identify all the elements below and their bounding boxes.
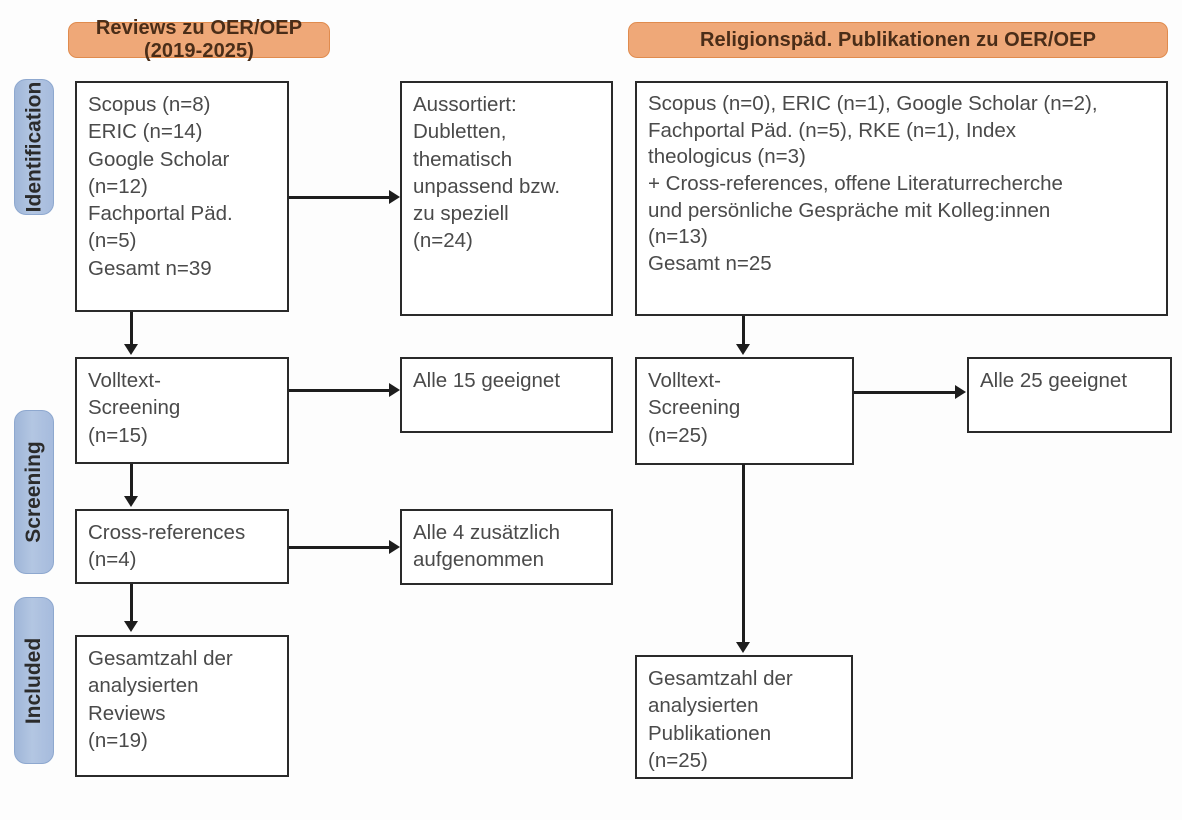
box-left-sources: Scopus (n=8) ERIC (n=14) Google Scholar …	[75, 81, 289, 312]
connector-right-fulltext-to-included	[742, 464, 745, 643]
connector-left-crossrefs-to-included	[130, 584, 133, 622]
arrow-right-sources-to-fulltext	[736, 344, 750, 355]
box-right-all-eligible: Alle 25 geeignet	[967, 357, 1172, 433]
connector-left-fulltext-to-crossrefs	[130, 464, 133, 497]
arrow-left-sources-to-fulltext	[124, 344, 138, 355]
box-left-included-total: Gesamtzahl der analysierten Reviews (n=1…	[75, 635, 289, 777]
stage-label-identification: Identification	[14, 79, 54, 215]
box-left-fulltext-screening: Volltext- Screening (n=15)	[75, 357, 289, 464]
arrow-left-crossrefs-to-included	[124, 621, 138, 632]
box-right-included-total: Gesamtzahl der analysierten Publikatione…	[635, 655, 853, 779]
connector-right-fulltext-to-eligible	[854, 391, 956, 394]
box-left-cross-references: Cross-references (n=4)	[75, 509, 289, 584]
stage-label-screening: Screening	[14, 410, 54, 574]
box-left-cross-references-added: Alle 4 zusätzlich aufgenommen	[400, 509, 613, 585]
connector-right-sources-to-fulltext	[742, 316, 745, 345]
column-header-reviews: Reviews zu OER/OEP (2019-2025)	[68, 17, 330, 62]
connector-left-crossrefs-to-added	[289, 546, 389, 549]
connector-left-sources-to-excluded	[289, 196, 389, 199]
connector-left-fulltext-to-eligible	[289, 389, 389, 392]
arrow-left-crossrefs-to-added	[389, 540, 400, 554]
connector-left-sources-to-fulltext	[130, 312, 133, 345]
box-right-sources: Scopus (n=0), ERIC (n=1), Google Scholar…	[635, 81, 1168, 316]
arrow-right-fulltext-to-included	[736, 642, 750, 653]
column-header-publications: Religionspäd. Publikationen zu OER/OEP	[628, 22, 1168, 58]
arrow-left-sources-to-excluded	[389, 190, 400, 204]
box-left-excluded: Aussortiert: Dubletten, thematisch unpas…	[400, 81, 613, 316]
box-left-all-eligible: Alle 15 geeignet	[400, 357, 613, 433]
stage-label-screening-text: Screening	[22, 441, 46, 543]
stage-label-included: Included	[14, 597, 54, 764]
stage-label-included-text: Included	[22, 637, 45, 724]
arrow-left-fulltext-to-eligible	[389, 383, 400, 397]
stage-label-identification-text: Identification	[22, 81, 46, 213]
arrow-right-fulltext-to-eligible	[955, 385, 966, 399]
box-right-fulltext-screening: Volltext- Screening (n=25)	[635, 357, 854, 465]
arrow-left-fulltext-to-crossrefs	[124, 496, 138, 507]
